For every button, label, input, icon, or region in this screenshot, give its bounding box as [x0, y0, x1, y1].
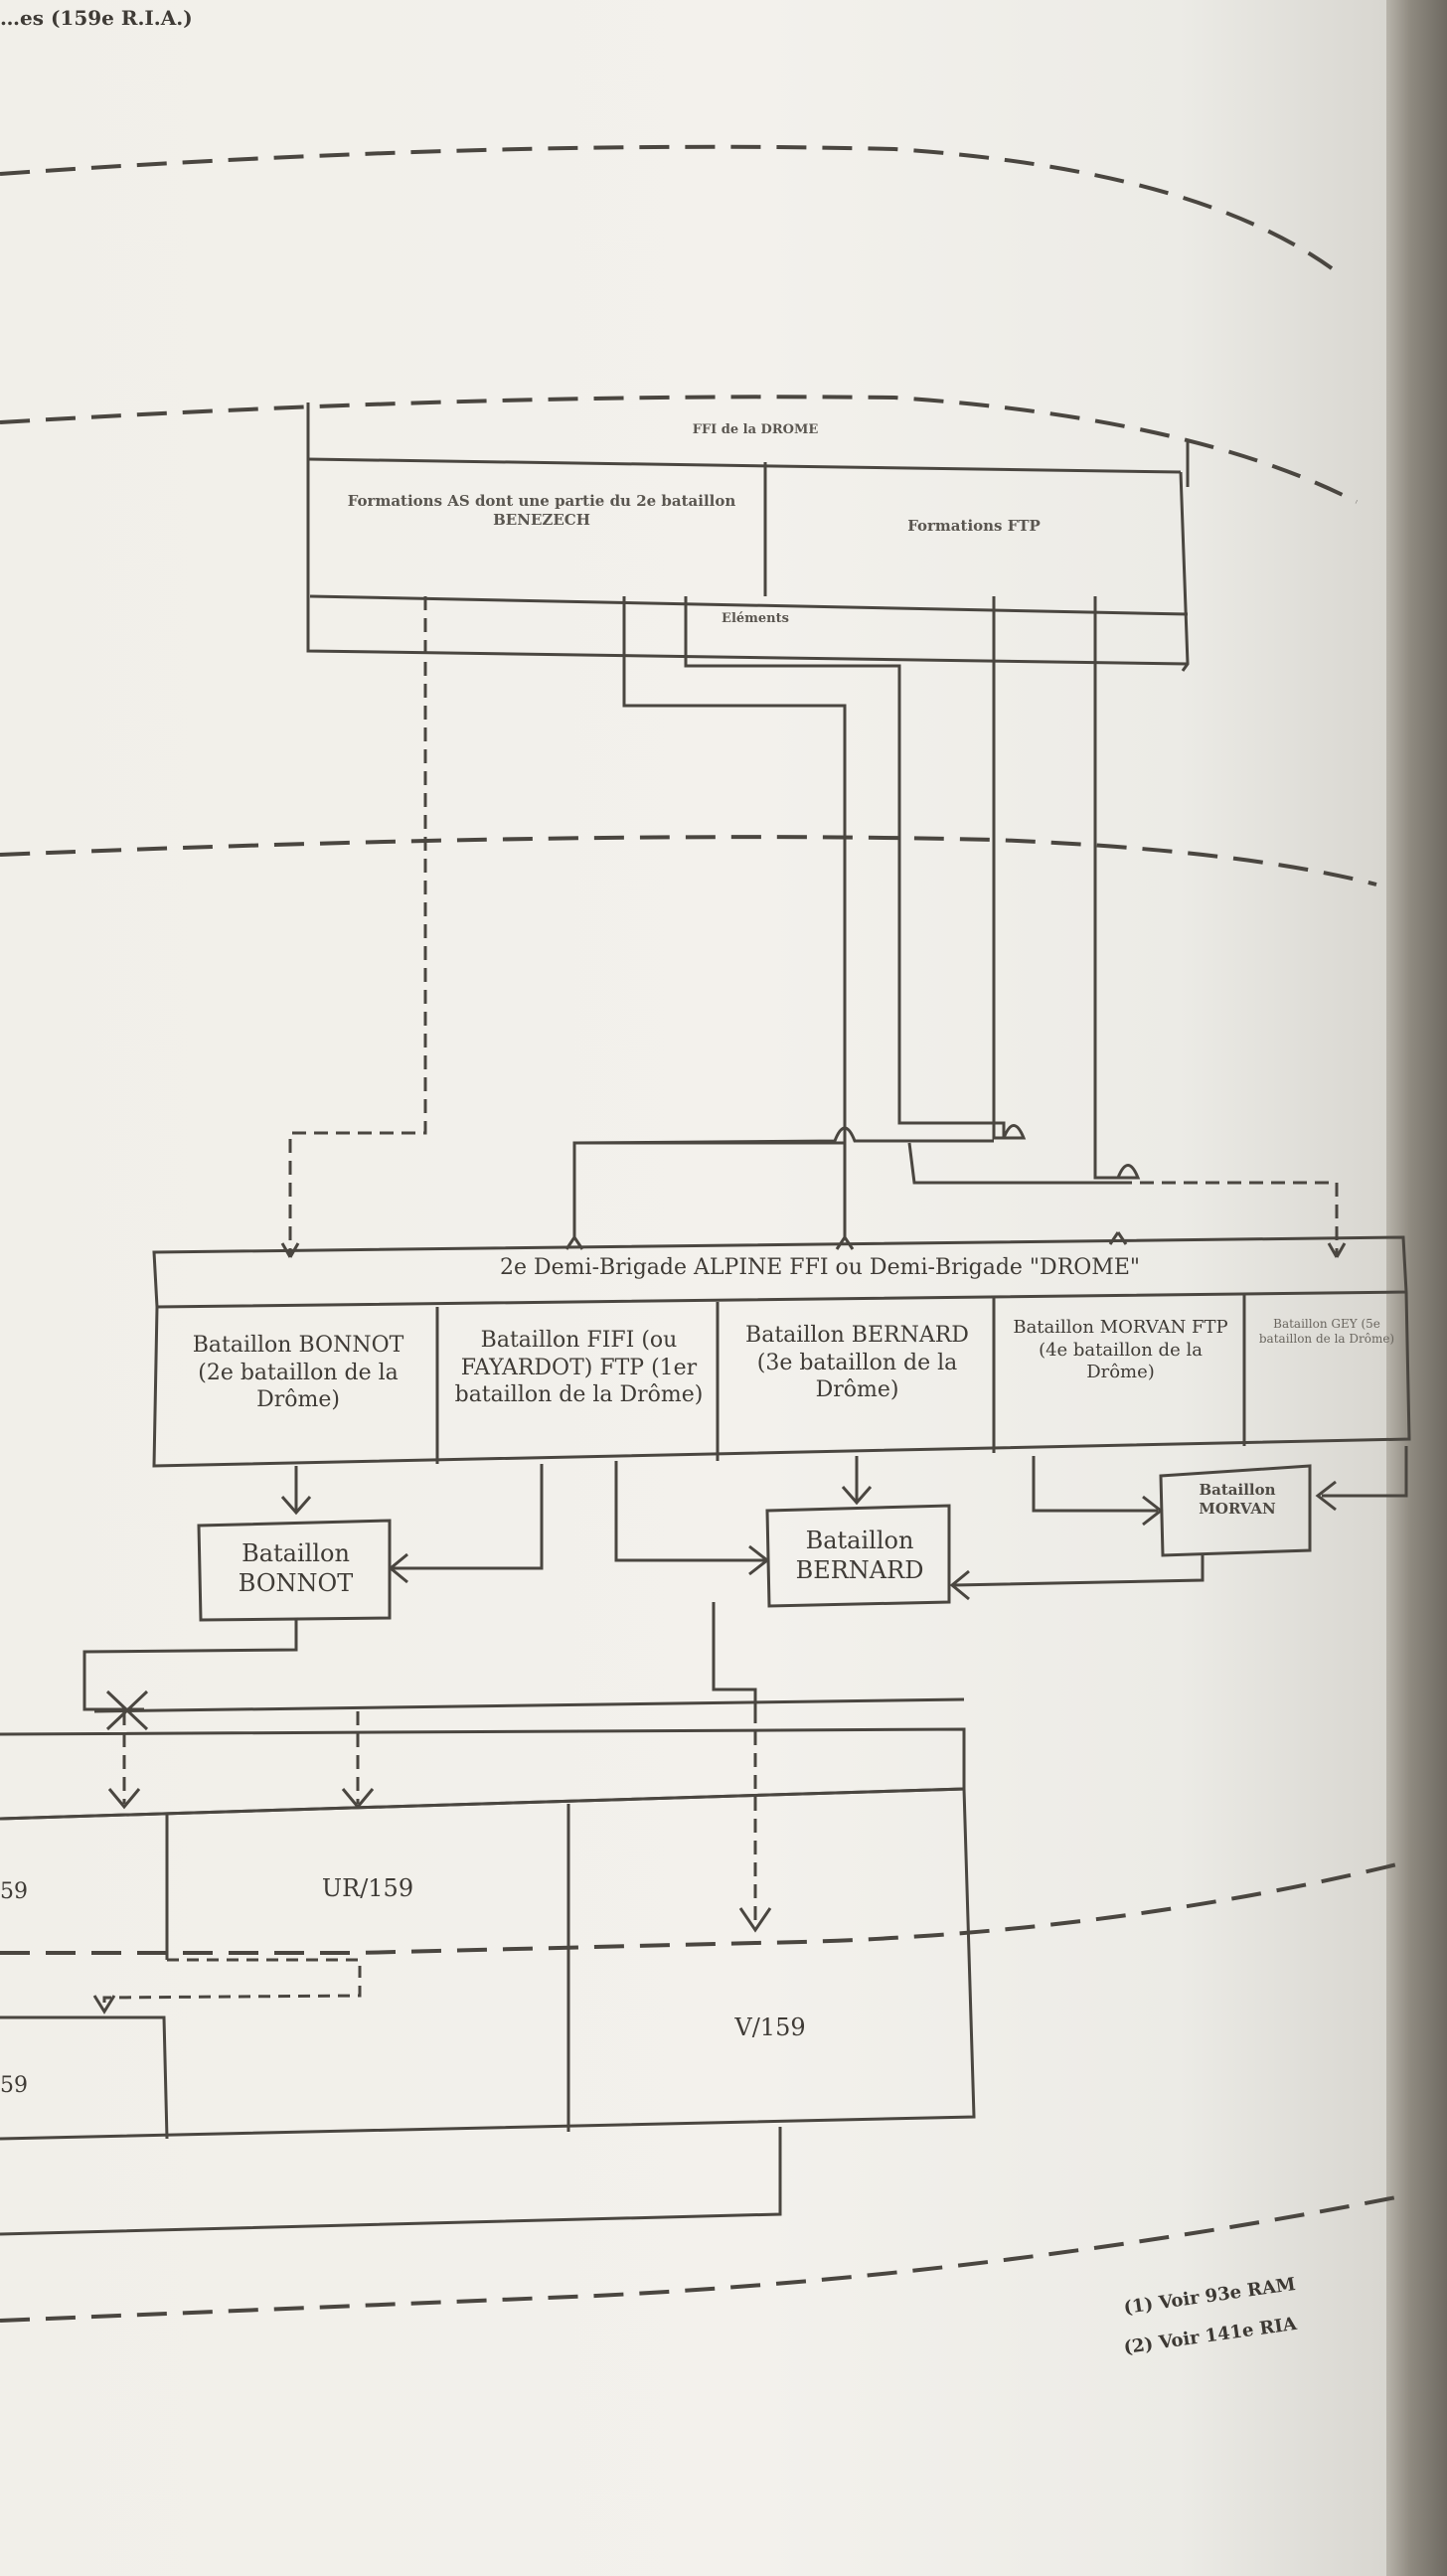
- elements-label: Eléments: [722, 611, 789, 626]
- as-formations-label: Formations AS dont une partie du 2e bata…: [347, 492, 736, 529]
- book-edge: [1386, 0, 1447, 2576]
- unit-left-bottom: 59: [0, 2073, 28, 2098]
- running-head: …es (159e R.I.A.): [0, 6, 193, 30]
- regroup-bernard: Bataillon BERNARD: [795, 1527, 924, 1584]
- unit-ur159: UR/159: [321, 1874, 414, 1902]
- unit-v159: V/159: [734, 2013, 806, 2041]
- battalion-fifi: Bataillon FIFI (ou FAYARDOT) FTP (1er ba…: [454, 1328, 704, 1407]
- separator-4: [0, 1861, 1402, 1955]
- battalion-bonnot: Bataillon BONNOT (2e bataillon de la Drô…: [192, 1333, 404, 1412]
- ftp-formations-label: Formations FTP: [907, 517, 1041, 535]
- unit-left-top: 59: [0, 1879, 28, 1904]
- paper-sheet: [0, 0, 1386, 2576]
- regroup-bonnot: Bataillon BONNOT: [238, 1539, 354, 1597]
- demi-brigade-title: 2e Demi-Brigade ALPINE FFI ou Demi-Briga…: [500, 1255, 1140, 1280]
- battalion-morvan: Bataillon MORVAN FTP (4e bataillon de la…: [1013, 1317, 1228, 1382]
- separator-1: [0, 144, 1334, 270]
- ffi-drome-title: FFI de la DROME: [692, 422, 819, 437]
- battalion-gey: Bataillon GEY (5e bataillon de la Drôme): [1258, 1317, 1395, 1346]
- battalion-bernard: Bataillon BERNARD (3e bataillon de la Dr…: [745, 1323, 969, 1402]
- regroup-morvan: Bataillon MORVAN: [1199, 1481, 1276, 1518]
- separator-5: [0, 2194, 1402, 2323]
- separator-2: [0, 395, 1358, 504]
- separator-3: [0, 835, 1377, 886]
